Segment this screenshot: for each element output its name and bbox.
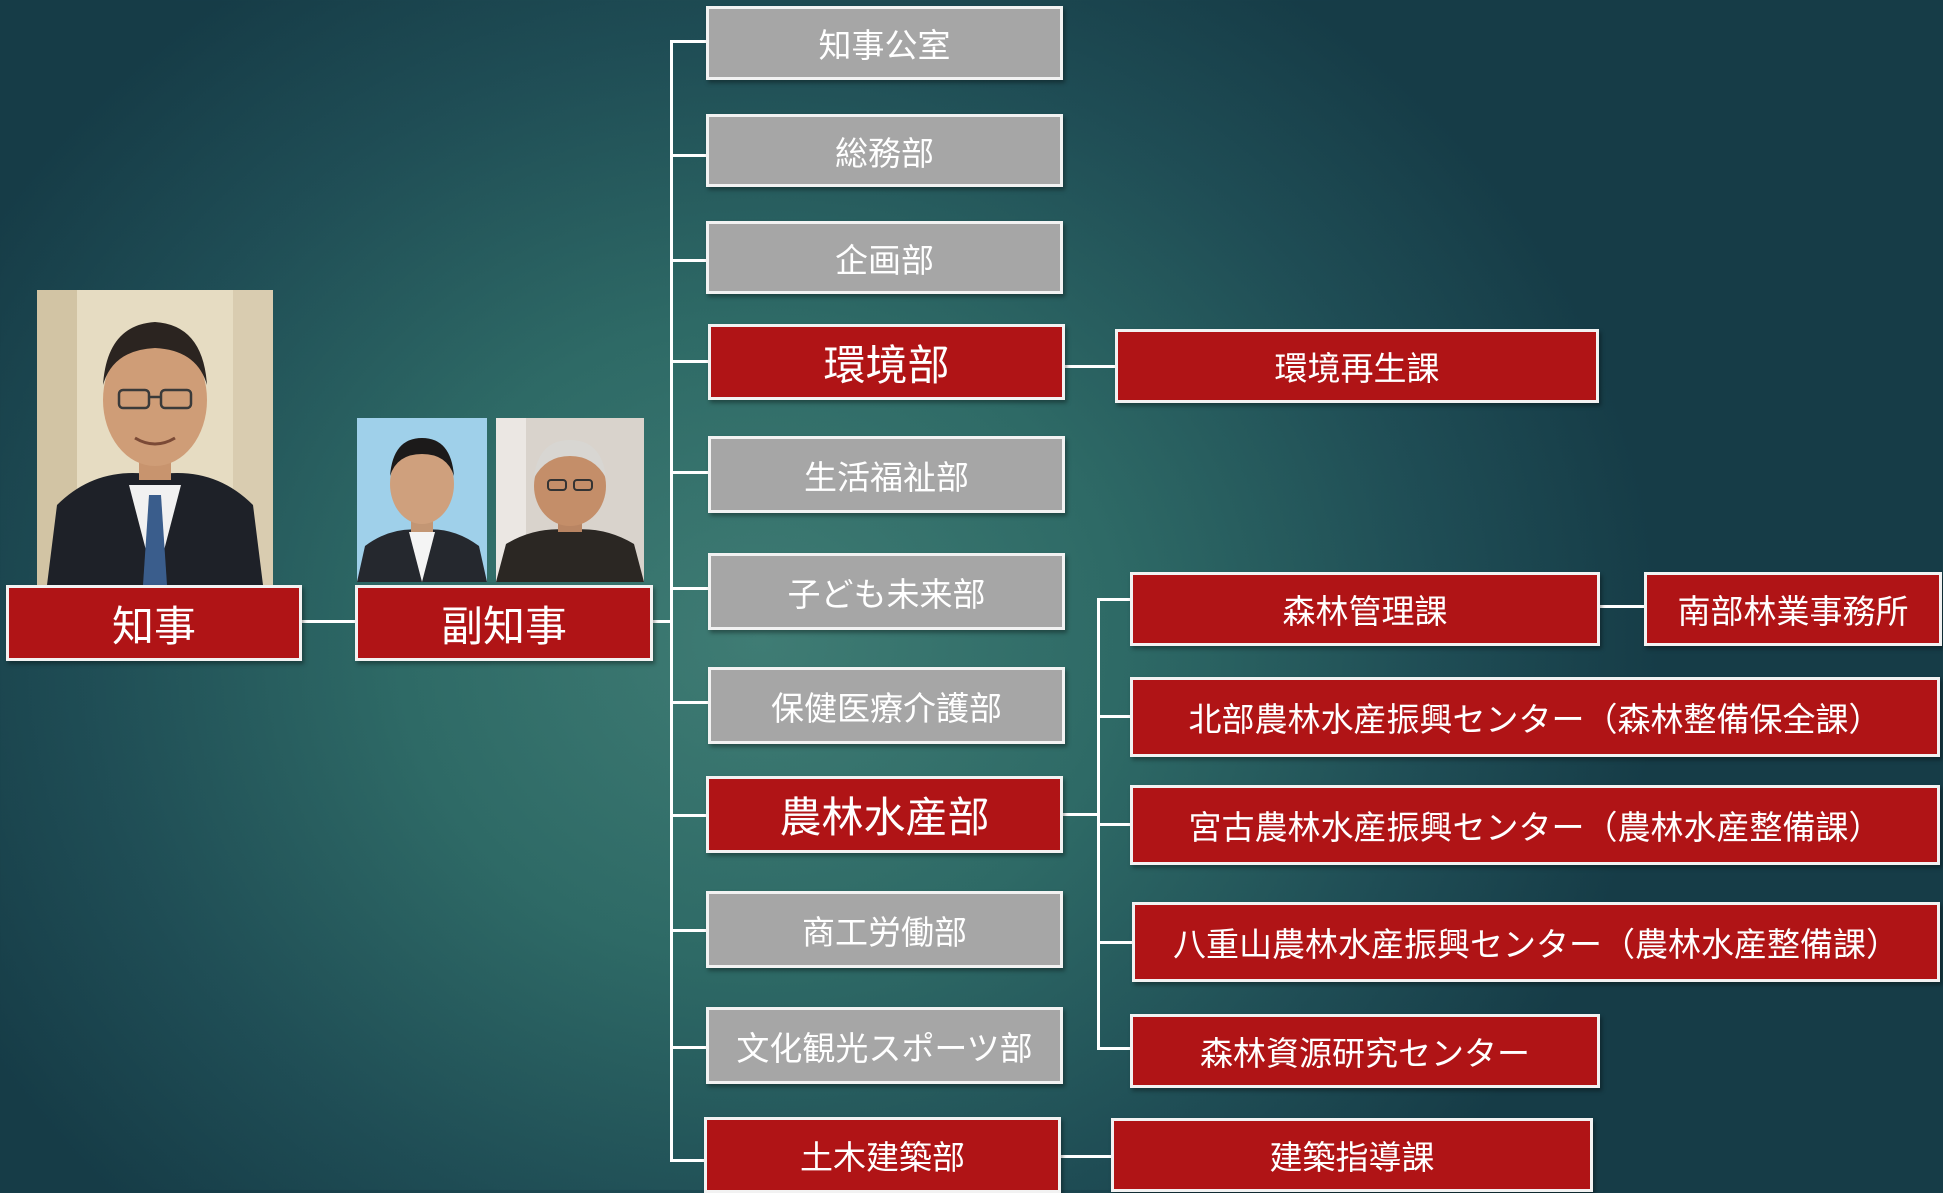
section-forest-management: 森林管理課 [1130, 572, 1600, 646]
dept-environment: 環境部 [708, 324, 1065, 400]
governor-portrait-icon [37, 290, 273, 585]
agri-branch-3 [1097, 823, 1133, 826]
agri-branch-1 [1097, 598, 1133, 601]
dept-branch-9 [670, 929, 708, 932]
dept-welfare: 生活福祉部 [708, 436, 1065, 513]
dept-culture-tourism: 文化観光スポーツ部 [706, 1007, 1063, 1084]
dept-branch-1 [670, 40, 708, 43]
vice-governor-box: 副知事 [355, 585, 653, 661]
dept-branch-8 [670, 814, 708, 817]
dept-planning: 企画部 [706, 221, 1063, 294]
connector-construction [1058, 1155, 1116, 1158]
agri-branch-5 [1097, 1047, 1133, 1050]
dept-branch-11 [670, 1159, 708, 1162]
forest-office-box: 南部林業事務所 [1644, 572, 1942, 646]
dept-branch-7 [670, 701, 708, 704]
dept-governor-office: 知事公室 [706, 6, 1063, 80]
governor-box: 知事 [6, 585, 302, 661]
vice-governor-portrait-icon [496, 418, 644, 582]
connector-forest-office [1597, 605, 1647, 608]
dept-branch-2 [670, 154, 708, 157]
dept-branch-5 [670, 471, 708, 474]
connector-vice-trunk [650, 620, 672, 623]
connector-agriculture [1060, 813, 1100, 816]
dept-health: 保健医療介護部 [708, 667, 1065, 744]
department-trunk-line [670, 40, 673, 1162]
connector-governor-vice [300, 620, 358, 623]
dept-branch-4 [670, 360, 708, 363]
section-forest-research-center: 森林資源研究センター [1130, 1014, 1600, 1088]
section-yaeyama-center: 八重山農林水産振興センター（農林水産整備課） [1132, 902, 1940, 982]
vice-governor-portrait-icon [357, 418, 487, 582]
governor-photo [37, 290, 273, 585]
vice-governor-photo-2 [496, 418, 644, 582]
dept-branch-3 [670, 259, 708, 262]
agri-branch-4 [1097, 941, 1133, 944]
vice-governor-photo-1 [357, 418, 487, 582]
dept-agriculture: 農林水産部 [706, 776, 1063, 853]
dept-commerce: 商工労働部 [706, 891, 1063, 968]
section-building-guidance: 建築指導課 [1111, 1118, 1593, 1192]
dept-branch-10 [670, 1046, 708, 1049]
agri-branch-2 [1097, 715, 1133, 718]
connector-environment [1062, 365, 1120, 368]
dept-branch-6 [670, 587, 708, 590]
section-hokubu-center: 北部農林水産振興センター（森林整備保全課） [1130, 677, 1940, 757]
section-environment-restoration: 環境再生課 [1115, 329, 1599, 403]
dept-construction: 土木建築部 [704, 1117, 1061, 1193]
dept-general-affairs: 総務部 [706, 114, 1063, 187]
dept-children: 子ども未来部 [708, 553, 1065, 630]
section-miyako-center: 宮古農林水産振興センター（農林水産整備課） [1130, 785, 1940, 865]
